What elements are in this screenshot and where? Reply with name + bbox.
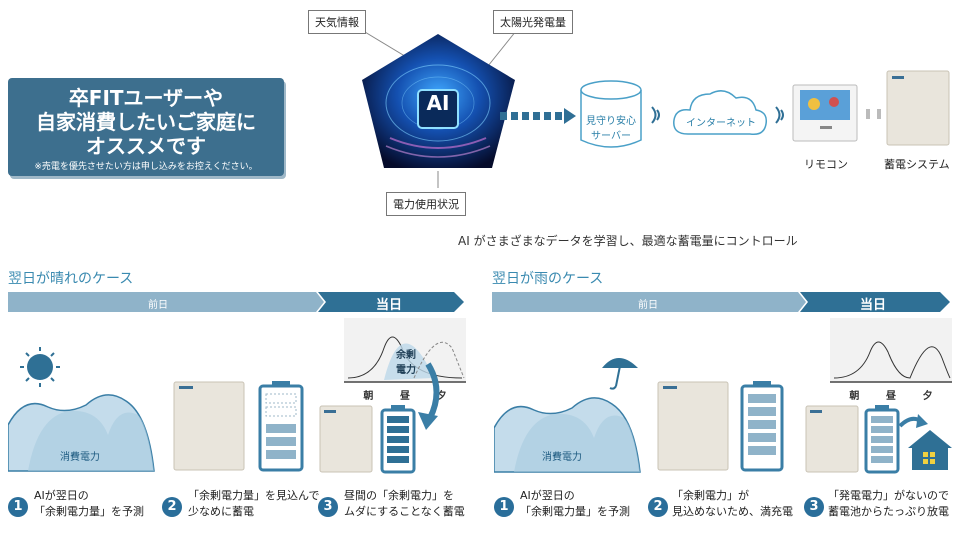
time-label-evening: 夕 — [923, 387, 933, 402]
sunny-title: 翌日が晴れのケース — [8, 268, 133, 288]
headline-line2: 自家消費したいご家庭に — [8, 110, 284, 134]
sunny-prev-day: 前日 — [148, 296, 168, 311]
internet-label: インターネット — [676, 114, 766, 129]
rainy-title: 翌日が雨のケース — [492, 268, 603, 288]
rainy-storage-battery — [656, 380, 786, 476]
sunny-step2-num: 2 — [162, 497, 182, 517]
rainy-step2-num: 2 — [648, 497, 668, 517]
battery-half-icon — [260, 381, 302, 470]
remote-label: リモコン — [804, 156, 848, 172]
time-label-noon: 昼 — [886, 387, 896, 402]
usage-tag: 電力使用状況 — [386, 192, 466, 216]
rainy-consumption-label: 消費電力 — [542, 448, 582, 463]
sunny-step1-num: 1 — [8, 497, 28, 517]
flow-caption: AI がさまざまなデータを学習し、最適な蓄電量にコントロール — [458, 232, 798, 249]
signal-icon — [650, 104, 664, 126]
sun-icon — [20, 347, 60, 387]
solar-tag: 太陽光発電量 — [493, 10, 573, 34]
house-icon — [908, 430, 952, 470]
sunny-step3-text: 昼間の「余剰電力」を ムダにすることなく蓄電 — [344, 488, 465, 520]
rainy-storage-discharge — [804, 404, 954, 476]
sunny-consumption-label: 消費電力 — [60, 448, 100, 463]
rainy-today: 当日 — [860, 294, 886, 313]
rainy-step3-num: 3 — [804, 497, 824, 517]
sunny-storage-full — [318, 404, 418, 476]
headline-note: ※売電を優先させたい方は申し込みをお控えください。 — [8, 160, 284, 174]
remote-icon — [792, 84, 860, 144]
weather-tag: 天気情報 — [308, 10, 366, 34]
sunny-step3-num: 3 — [318, 497, 338, 517]
rainy-step1-text: AIが翌日の 「余剰電力量」を予測 — [520, 488, 630, 520]
battery-full-icon — [382, 405, 414, 472]
rainy-prev-day: 前日 — [638, 296, 658, 311]
umbrella-icon — [602, 358, 638, 389]
sunny-today: 当日 — [376, 294, 402, 313]
battery-full-icon — [866, 405, 898, 472]
headline-box: 卒FITユーザーや 自家消費したいご家庭に オススメです ※売電を優先させたい方… — [8, 78, 284, 176]
rainy-time-axis: 朝 昼 夕 — [836, 387, 946, 402]
dotted-arrow — [498, 108, 578, 124]
sunny-step2-text: 「余剰電力量」を見込んで 少なめに蓄電 — [188, 488, 319, 520]
storage-label: 蓄電システム — [884, 156, 950, 172]
sunny-step1-text: AIが翌日の 「余剰電力量」を予測 — [34, 488, 144, 520]
rainy-step2-text: 「余剰電力」が 見込めないため、満充電 — [672, 488, 793, 520]
storage-unit-icon — [886, 70, 952, 150]
rainy-step3-text: 「発電電力」がないので 蓄電池からたっぷり放電 — [828, 488, 949, 520]
server-label: 見守り安心 サーバー — [580, 112, 642, 142]
signal-icon — [774, 104, 788, 126]
ai-chip-label: AI — [418, 91, 458, 115]
headline-line3: オススメです — [8, 134, 284, 158]
rainy-step1-num: 1 — [494, 497, 514, 517]
time-label-morning: 朝 — [849, 387, 859, 402]
time-label-morning: 朝 — [363, 387, 373, 402]
link-dash — [866, 104, 882, 123]
sunny-storage-battery — [172, 380, 308, 476]
headline-line1: 卒FITユーザーや — [8, 86, 284, 110]
battery-full-icon — [742, 381, 782, 470]
